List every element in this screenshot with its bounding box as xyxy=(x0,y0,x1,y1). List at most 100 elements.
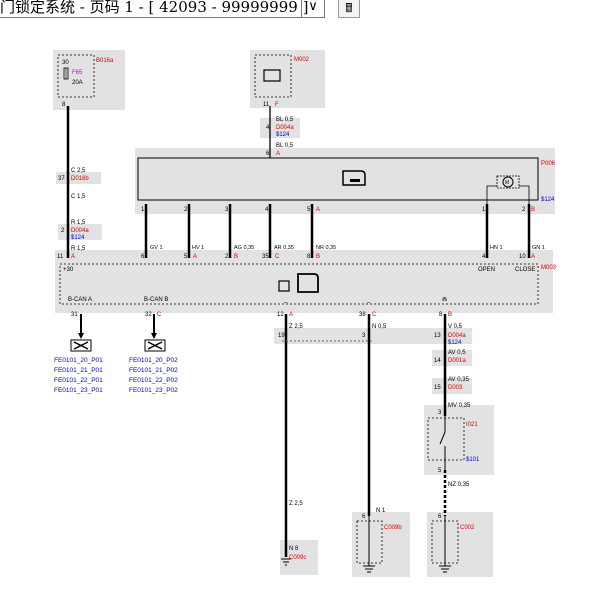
wire-hn-1: HN 1 xyxy=(490,245,503,251)
pin-p006-6: 6 xyxy=(266,151,270,157)
link-fe-left-4[interactable]: FE0101_23_P01 xyxy=(54,387,103,394)
pin-m003-2-b: B xyxy=(234,254,238,260)
pin-m003-5: 5 xyxy=(184,254,188,260)
pin-p006-5: 5 xyxy=(307,207,311,213)
module-lock-icon xyxy=(278,273,319,293)
label-i021: I021 xyxy=(466,422,478,428)
pin-d001a-14: 14 xyxy=(434,358,441,364)
label-d004a-left: D004a xyxy=(71,228,89,234)
label-d004a-mid: D004a xyxy=(448,333,466,339)
link-fe-left-1[interactable]: FE0101_20_P01 xyxy=(54,357,103,364)
link-fe-right-1[interactable]: FE0101_20_P02 xyxy=(129,357,178,364)
network-icon xyxy=(70,339,92,352)
switch-icon xyxy=(439,416,446,470)
pin-d018b-37: 37 xyxy=(58,176,65,182)
label-b016a-30: 30 xyxy=(62,60,69,66)
component-box-p006 xyxy=(137,157,539,201)
motor-icon: M xyxy=(486,175,530,204)
label-d018b: D018b xyxy=(71,176,89,182)
ecu-icon xyxy=(263,69,281,82)
link-fe-left-2[interactable]: FE0101_21_P01 xyxy=(54,367,103,374)
page-select-value: 门锁定系统 - 页码 1 - [ 42093 - 99999999 ] xyxy=(0,0,309,16)
label-d004a-top: D004a xyxy=(276,125,294,131)
fuse-box-b016a xyxy=(57,54,95,98)
pin-m003-32-c: C xyxy=(157,312,162,318)
mark-m003-38: – xyxy=(367,300,371,306)
link-fe-left-3[interactable]: FE0101_22_P01 xyxy=(54,377,103,384)
pin-p006-5-a: A xyxy=(316,207,320,213)
pin-m003-2: 2 xyxy=(225,254,229,260)
pin-d004a-13: 13 xyxy=(434,333,441,339)
pin-m003-32: 32 xyxy=(145,312,152,318)
splice-3: 3 xyxy=(362,333,366,339)
label-m003: M003 xyxy=(541,265,557,271)
door-lock-icon xyxy=(342,170,366,186)
switch-box-i021 xyxy=(427,417,465,461)
wire-r-15-b: R 1,5 xyxy=(71,246,86,252)
ground-icon xyxy=(363,565,375,573)
label-b016a: B016a xyxy=(96,58,114,64)
label-d003: D003 xyxy=(448,385,463,391)
page-select[interactable]: 门锁定系统 - 页码 1 - [ 42093 - 99999999 ] ∨ xyxy=(0,0,325,18)
pin-m003-12-a: A xyxy=(289,312,293,318)
pin-p006-1: 1 xyxy=(141,207,145,213)
wire-c-25: C 2,5 xyxy=(71,168,86,174)
wire-v-05: V 0,5 xyxy=(448,324,463,330)
link-fe-right-2[interactable]: FE0101_21_P02 xyxy=(129,367,178,374)
wire-bl-05-a: BL 0,5 xyxy=(276,117,294,123)
pin-m002-f: F xyxy=(275,102,279,108)
wire-nz-035: NZ 0,35 xyxy=(448,482,470,488)
wire-hv-1: HV 1 xyxy=(192,245,204,251)
pin-p006-3: 3 xyxy=(225,207,229,213)
label-bcan-a: B-CAN A xyxy=(68,297,92,303)
pin-m003-31: 31 xyxy=(71,312,78,318)
label-close: CLOSE xyxy=(515,267,535,273)
ref-i021: $101 xyxy=(466,457,480,463)
pin-d004a-4: 4 xyxy=(266,125,270,131)
ground-icon xyxy=(281,558,291,566)
pin-p006-2b-b: B xyxy=(531,207,535,213)
label-m002: M002 xyxy=(294,57,310,63)
wire-av-035: AV 0,35 xyxy=(448,377,470,383)
pin-p006-2: 2 xyxy=(184,207,188,213)
wire-bl-05-b: BL 0,5 xyxy=(276,143,294,149)
ground-icon xyxy=(439,565,451,573)
label-c009b: C009b xyxy=(384,525,402,531)
pin-d004a-2: 2 xyxy=(61,228,65,234)
mark-m003-12: – xyxy=(284,300,288,306)
pin-m003-8c-b: B xyxy=(448,312,452,318)
pin-m003-12: 12 xyxy=(277,312,284,318)
pin-m003-11: 11 xyxy=(57,254,64,260)
wire-nr-035: NR 0,35 xyxy=(316,245,336,251)
wire-z-25-b: Z 2,5 xyxy=(289,501,303,507)
pin-p006-1b: 1 xyxy=(482,207,486,213)
pin-i021-5: 5 xyxy=(438,468,442,474)
pin-m003-8c: 8 xyxy=(439,312,443,318)
pin-m003-4: 4 xyxy=(482,254,486,260)
pin-m003-38: 38 xyxy=(359,312,366,318)
chevron-down-icon[interactable]: ∨ xyxy=(301,0,324,17)
label-plus30: +30 xyxy=(63,267,74,273)
pin-p006-6-a: A xyxy=(276,151,280,157)
wire-gv-1: GV 1 xyxy=(150,245,163,251)
link-fe-right-3[interactable]: FE0101_22_P02 xyxy=(129,377,178,384)
toolbar: 门锁定系统 - 页码 1 - [ 42093 - 99999999 ] ∨ 🖩 xyxy=(0,0,607,22)
ref-d004a-left: $124 xyxy=(71,235,85,241)
calculator-icon[interactable]: 🖩 xyxy=(338,0,360,18)
pin-m003-38-c: C xyxy=(372,312,377,318)
pin-m003-35-c: C xyxy=(275,254,280,260)
module-box-m002 xyxy=(254,54,292,98)
link-fe-right-4[interactable]: FE0101_23_P02 xyxy=(129,387,178,394)
label-bcan-b: B-CAN B xyxy=(144,297,168,303)
splice-19: 19 xyxy=(278,333,285,339)
wire-c-15: C 1,5 xyxy=(71,194,86,200)
ref-d004a-mid: $124 xyxy=(448,340,462,346)
network-icon xyxy=(144,339,166,352)
wire-av-05: AV 0,5 xyxy=(448,350,466,356)
label-p006: P006 xyxy=(541,161,556,167)
wire-mv-035: MV 0,35 xyxy=(448,403,471,409)
pin-m003-8-b: B xyxy=(316,254,320,260)
wire-n-1: N 1 xyxy=(376,508,386,514)
label-fuse-f65: F65 xyxy=(72,70,83,76)
